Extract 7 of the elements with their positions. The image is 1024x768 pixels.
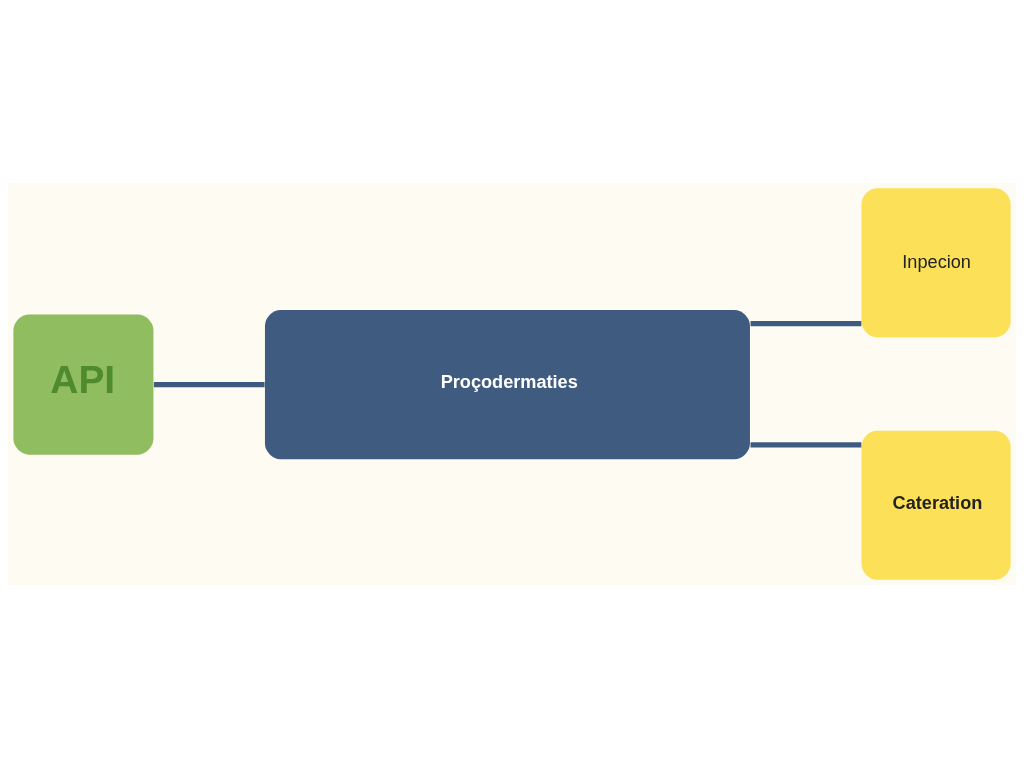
node-box: API [13,314,154,455]
connector [750,321,862,327]
node-box: Cateration [861,430,1011,580]
node-box: Inpecion [861,188,1011,338]
node-box: Proçodermaties [264,310,750,460]
connector [750,442,862,448]
connector [153,382,265,388]
